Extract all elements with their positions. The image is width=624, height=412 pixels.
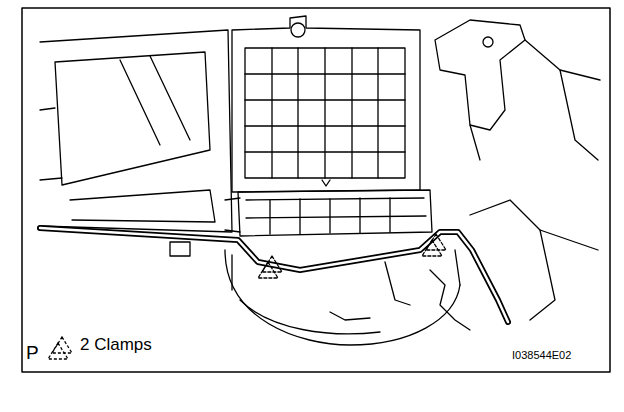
filter-grid — [232, 16, 420, 192]
legend-text: 2 Clamps — [78, 335, 154, 355]
legend-entry: 2 Clamps — [46, 323, 154, 367]
right-bracket — [430, 20, 600, 330]
clamp-symbol — [258, 234, 446, 278]
figure-code: I038544E02 — [510, 349, 573, 361]
louver-bar — [225, 190, 432, 236]
duct-housing — [40, 30, 232, 256]
wire-harness — [40, 228, 508, 322]
clamp-legend-symbol — [46, 333, 76, 367]
figure-frame — [22, 8, 610, 372]
panel-letter: P — [24, 343, 41, 364]
